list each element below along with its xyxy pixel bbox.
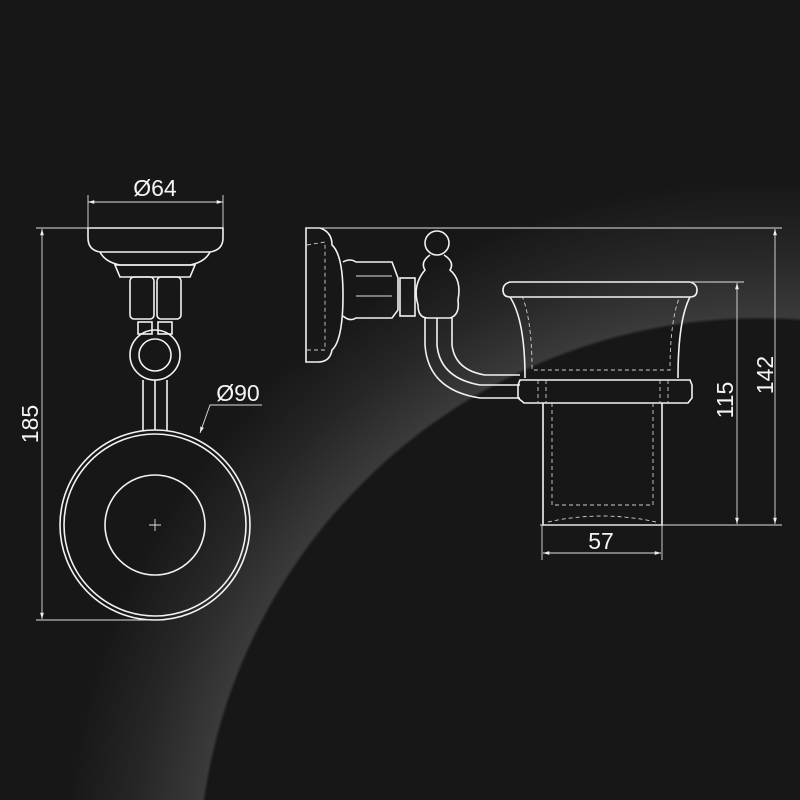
hex-connector: [342, 259, 399, 321]
cup-holder-outer: [59, 429, 251, 621]
center-mark-icon: [149, 519, 161, 531]
block-right: [157, 321, 173, 335]
cup-holder-inner: [63, 433, 247, 617]
block-left: [137, 321, 153, 335]
hex-pillar-left: [129, 276, 155, 320]
dim-cup-diameter: Ø90: [216, 380, 259, 406]
leader-90: [199, 404, 262, 434]
front-view: Ø64 185 Ø90: [17, 175, 262, 621]
wall-plate-side: [305, 227, 344, 363]
arm: [424, 318, 520, 399]
dim-total-height: 142: [752, 356, 778, 394]
ring-outer: [129, 329, 181, 381]
cup-rim: [502, 281, 698, 298]
knob-body: [415, 254, 460, 319]
dim-top-diameter: Ø64: [133, 175, 177, 201]
ball-finial: [424, 230, 450, 256]
dim-height: 185: [17, 405, 43, 443]
stem: [142, 380, 168, 431]
ring-inner: [138, 338, 172, 372]
tumbler: [542, 403, 663, 526]
cup-bowl: [509, 296, 691, 379]
nut: [399, 277, 416, 317]
wall-plate: [87, 227, 224, 266]
hex-pillar-right: [156, 276, 182, 320]
holder-ring: [517, 379, 693, 404]
side-view: 142 115 57: [305, 227, 782, 560]
dim-cup-bottom-width: 57: [588, 528, 614, 554]
flange: [113, 264, 197, 278]
cup-opening: [104, 474, 206, 576]
dim-cup-height: 115: [712, 382, 738, 419]
